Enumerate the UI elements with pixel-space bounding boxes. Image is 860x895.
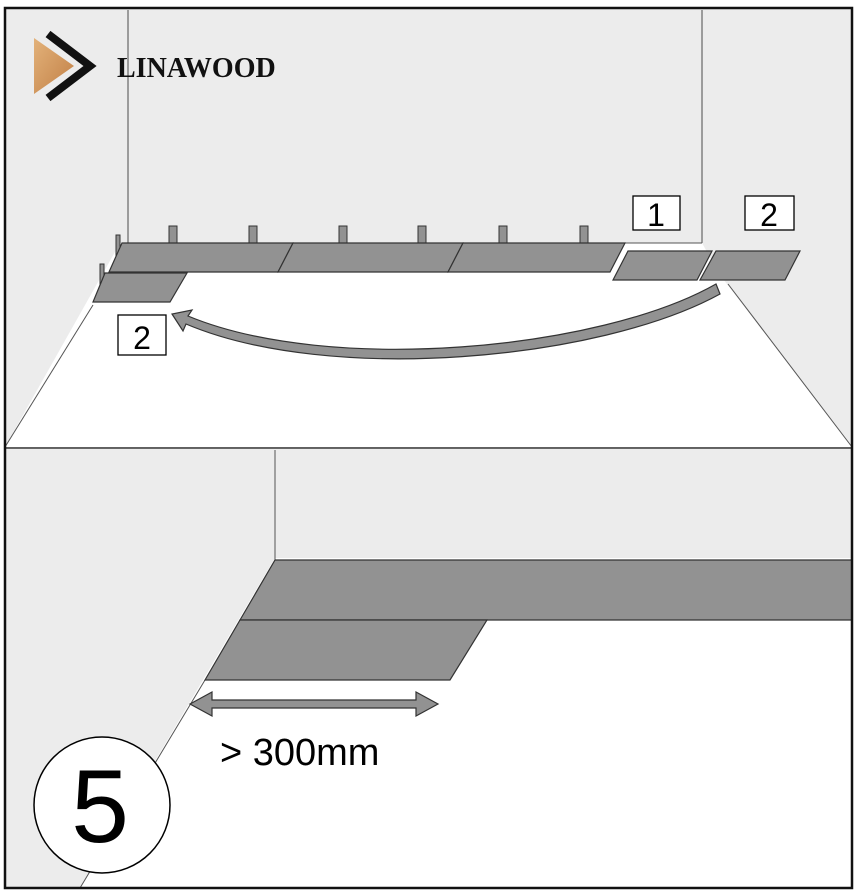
label-plank-2-original: 2 [744, 195, 795, 233]
logo-wood-icon [34, 38, 74, 94]
second-row-plank [203, 619, 489, 681]
bottom-panel: > 300mm 5 [5, 449, 853, 889]
floor-edge-left [4, 304, 94, 448]
label-text: 2 [133, 320, 151, 356]
plank [277, 242, 464, 273]
linawood-logo: LINAWOOD [34, 30, 276, 102]
label-text: 1 [647, 197, 665, 233]
plank-2-original [698, 250, 801, 281]
label-plank-2-moved: 2 [117, 314, 167, 356]
plank [447, 242, 626, 273]
logo-chevron-icon [45, 30, 97, 102]
first-row-plank [238, 559, 853, 621]
plank-1 [612, 250, 713, 281]
offset-arrow [188, 690, 440, 718]
plank [108, 242, 294, 273]
floor-edge-right [727, 283, 853, 448]
top-panel: 1 2 2 LINAWOOD [4, 8, 853, 449]
step-number-badge: 5 [33, 736, 171, 874]
plank-2-moved [92, 272, 189, 303]
label-plank-1: 1 [632, 195, 681, 233]
frame-border [3, 6, 854, 890]
offset-measurement: > 300mm [220, 732, 379, 774]
move-arrow [171, 283, 721, 360]
step-number: 5 [71, 749, 129, 865]
first-row-planks [108, 242, 626, 273]
label-text: 2 [760, 197, 778, 233]
floor [5, 243, 852, 447]
brand-name: LINAWOOD [117, 53, 276, 84]
